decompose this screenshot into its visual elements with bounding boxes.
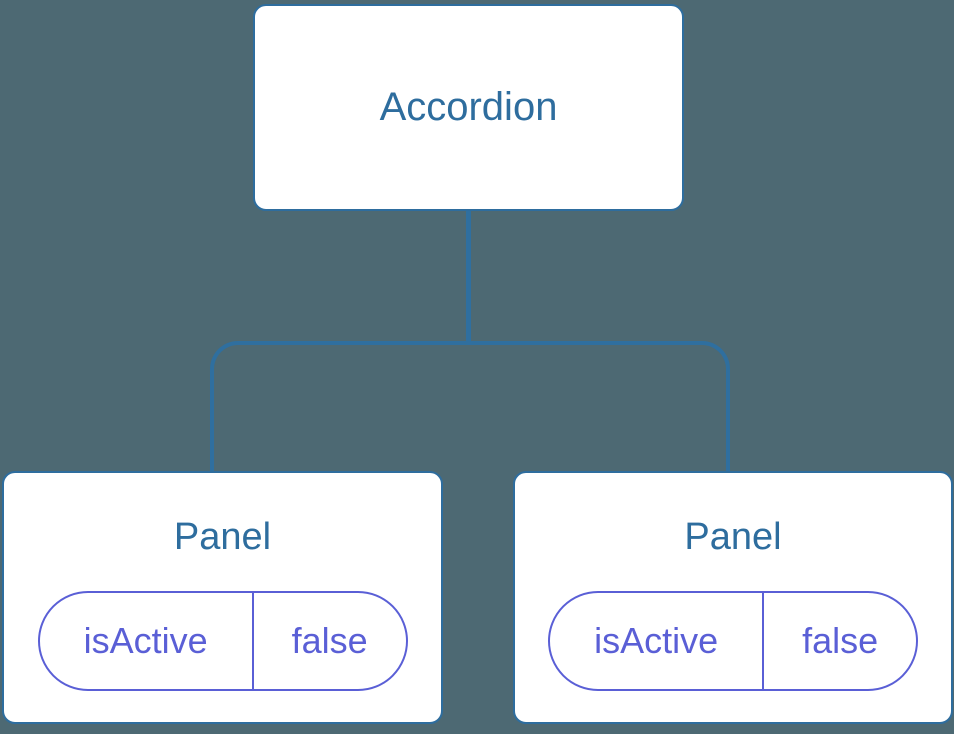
- prop-value: false: [251, 592, 406, 689]
- prop-value: false: [762, 592, 916, 689]
- prop-name: isActive: [83, 619, 208, 661]
- connector-branch: [210, 341, 730, 472]
- state-pill: isActive false: [37, 590, 408, 691]
- state-pill: isActive false: [548, 590, 918, 691]
- node-panel-right-label: Panel: [684, 516, 782, 558]
- node-panel-right: Panel isActive false: [513, 471, 953, 724]
- node-accordion-label: Accordion: [379, 85, 558, 129]
- prop-name: isActive: [594, 619, 719, 661]
- node-accordion: Accordion: [253, 4, 684, 211]
- connector-stem: [466, 211, 471, 345]
- node-panel-left: Panel isActive false: [2, 471, 443, 724]
- node-panel-left-label: Panel: [173, 516, 272, 558]
